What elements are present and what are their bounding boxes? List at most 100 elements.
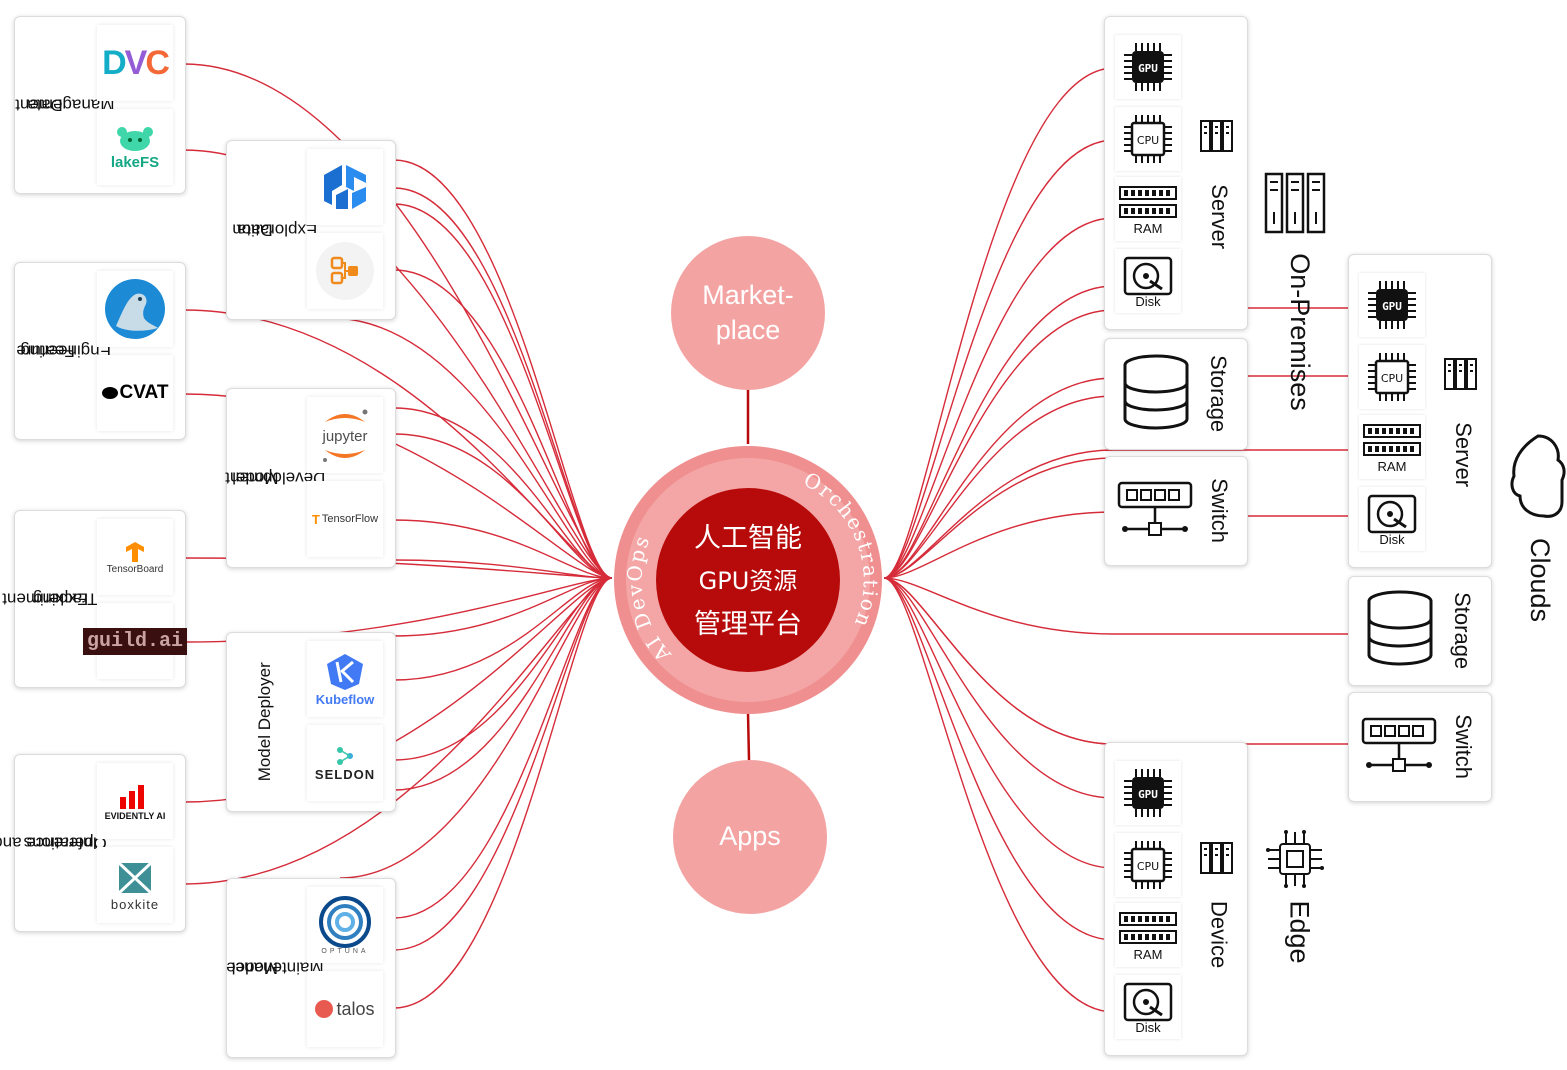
cloud-icon [1510,434,1566,518]
wire [883,577,1115,869]
card-cloud-switch: Switch [1348,692,1492,802]
marketplace-bubble[interactable]: Market-place [671,236,825,390]
wire [393,203,613,579]
data-exploration-logo-1 [307,149,383,225]
label-onprem-server: Server [1206,184,1232,250]
label-onprem-switch: Switch [1206,478,1232,544]
card-cloud-storage: Storage [1348,576,1492,686]
wire [883,577,1348,635]
label-cloud-switch: Switch [1450,714,1476,780]
gpu-icon: GPU [1359,273,1425,337]
center-line-3: 管理平台 [694,609,802,640]
title-edge: Edge [1285,900,1315,964]
center-hub: AI DevOps Orchestration 人工智能 GPU资源 管理平台 [614,446,882,714]
disk-icon: Disk [1115,975,1181,1039]
data-exploration-logo-2 [307,233,383,309]
card-onprem-server: GPU CPU RAM Disk Server [1104,16,1248,330]
switch-icon [1361,717,1437,772]
storage-icon [1367,590,1433,666]
svg-text:CPU: CPU [1137,134,1159,147]
ram-icon: RAM [1359,415,1425,479]
wire [393,577,613,791]
gpu-icon: GPU [1115,35,1181,99]
kubeflow-logo: Kubeflow [307,641,383,717]
talos-logo: talos [307,971,383,1047]
svg-text:GPU: GPU [1138,788,1158,801]
wire [393,577,613,951]
wire [393,577,613,919]
cpu-icon: CPU [1115,833,1181,897]
optuna-logo: OPTUNA [307,887,383,963]
boxkite-logo: boxkite [97,847,173,923]
wire [883,285,1115,579]
wire [393,519,613,579]
label-onprem-storage: Storage [1206,355,1232,433]
wire [393,577,613,1009]
seldon-logo: SELDON [307,725,383,801]
wire [339,577,613,879]
gpu-icon: GPU [1115,761,1181,825]
cvat-logo: CVAT [97,355,173,431]
svg-text:CPU: CPU [1137,860,1159,873]
card-onprem-switch: Switch [1104,456,1248,566]
svg-text:CPU: CPU [1381,372,1403,385]
apps-bubble[interactable]: Apps [673,760,827,914]
card-model-deployer: Model Deployer Kubeflow SELDON [226,632,396,812]
tensorboard-logo: TensorBoard [97,519,173,595]
wire [883,577,1115,941]
jupyter-logo: jupyter [307,397,383,473]
wire [883,377,1115,579]
wire [393,577,613,761]
wire [393,559,613,579]
wire [883,217,1115,579]
disk-icon: Disk [1115,249,1181,313]
wire [329,317,613,579]
server-rack-icon [1444,358,1477,390]
guildai-logo: guild.ai [83,603,188,679]
card-onprem-storage: Storage [1104,338,1248,450]
evidently-logo: EVIDENTLY AI [97,763,173,839]
cpu-icon: CPU [1359,345,1425,409]
wire [393,577,613,681]
feature-engineering-logo-1 [97,271,173,347]
apps-connector [746,712,751,761]
center-line-2: GPU资源 [699,567,798,595]
dvc-logo: DVC [97,25,173,101]
svg-text:jupyter: jupyter [321,428,367,445]
wire [183,63,613,579]
svg-text:GPU: GPU [1382,300,1402,313]
lakefs-logo: lakeFS [97,109,173,185]
server-rack-icon [1200,842,1233,874]
wire [883,577,1115,1013]
wire [393,577,613,637]
label-model-deployer: Model Deployer [255,662,275,782]
wire [883,577,1246,745]
label-cloud-storage: Storage [1450,592,1476,670]
card-cloud-server: GPU CPU RAM Disk Server [1348,254,1492,568]
title-clouds: Clouds [1524,537,1555,623]
switch-icon [1117,481,1193,536]
wire [393,407,613,579]
wire [393,159,613,579]
onprem-rack-icon [1264,172,1326,234]
wire [393,269,613,579]
label-edge-device: Device [1206,901,1232,969]
storage-icon [1123,354,1189,430]
wire [183,577,613,885]
edge-chip-icon [1266,830,1324,888]
wire [883,449,1348,579]
